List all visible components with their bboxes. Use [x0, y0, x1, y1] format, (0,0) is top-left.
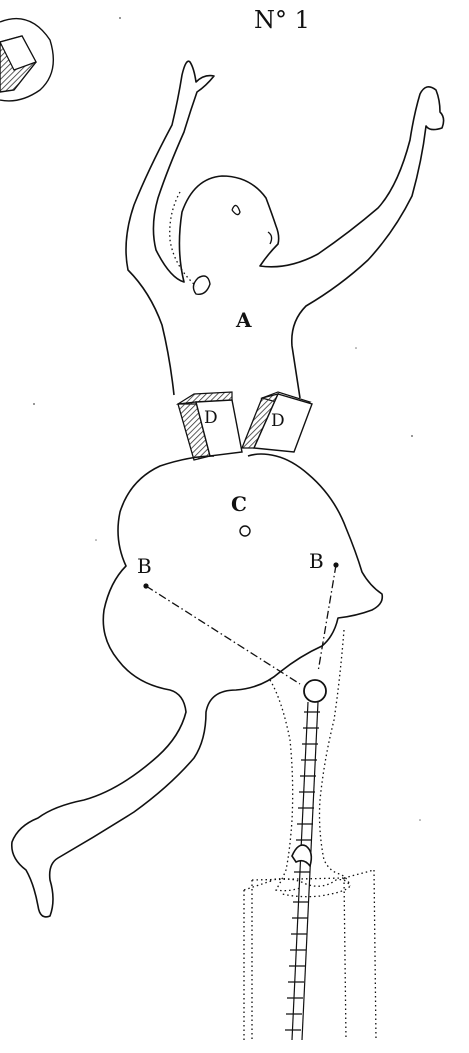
label-magnet-D-right: D: [271, 413, 285, 430]
label-skirt-C: C: [231, 494, 247, 514]
upper-body-outline: [126, 61, 444, 398]
face-mouth: [268, 232, 272, 244]
label-body-A: A: [236, 310, 252, 330]
dash-dot-line-left: [146, 586, 300, 684]
skirt-center-hole: [240, 526, 250, 536]
rod-crescent: [292, 845, 311, 866]
ear: [193, 276, 210, 294]
face-eye: [232, 205, 240, 214]
label-magnet-D-left: D: [204, 410, 218, 427]
skirt-and-leg-outline: [12, 454, 383, 917]
head-hair-line: [170, 192, 196, 286]
vertical-rod: [285, 702, 320, 1040]
joint-circle: [304, 680, 326, 702]
corner-detail-drawing: [0, 19, 53, 101]
dash-dot-line-right: [318, 565, 336, 672]
hidden-leg-dotted-outline-right: [320, 630, 351, 886]
support-post-dotted: [244, 870, 376, 1040]
label-pivot-B-left: B: [137, 556, 152, 576]
figure-number: N° 1: [254, 8, 310, 32]
label-pivot-B-right: B: [309, 551, 324, 571]
